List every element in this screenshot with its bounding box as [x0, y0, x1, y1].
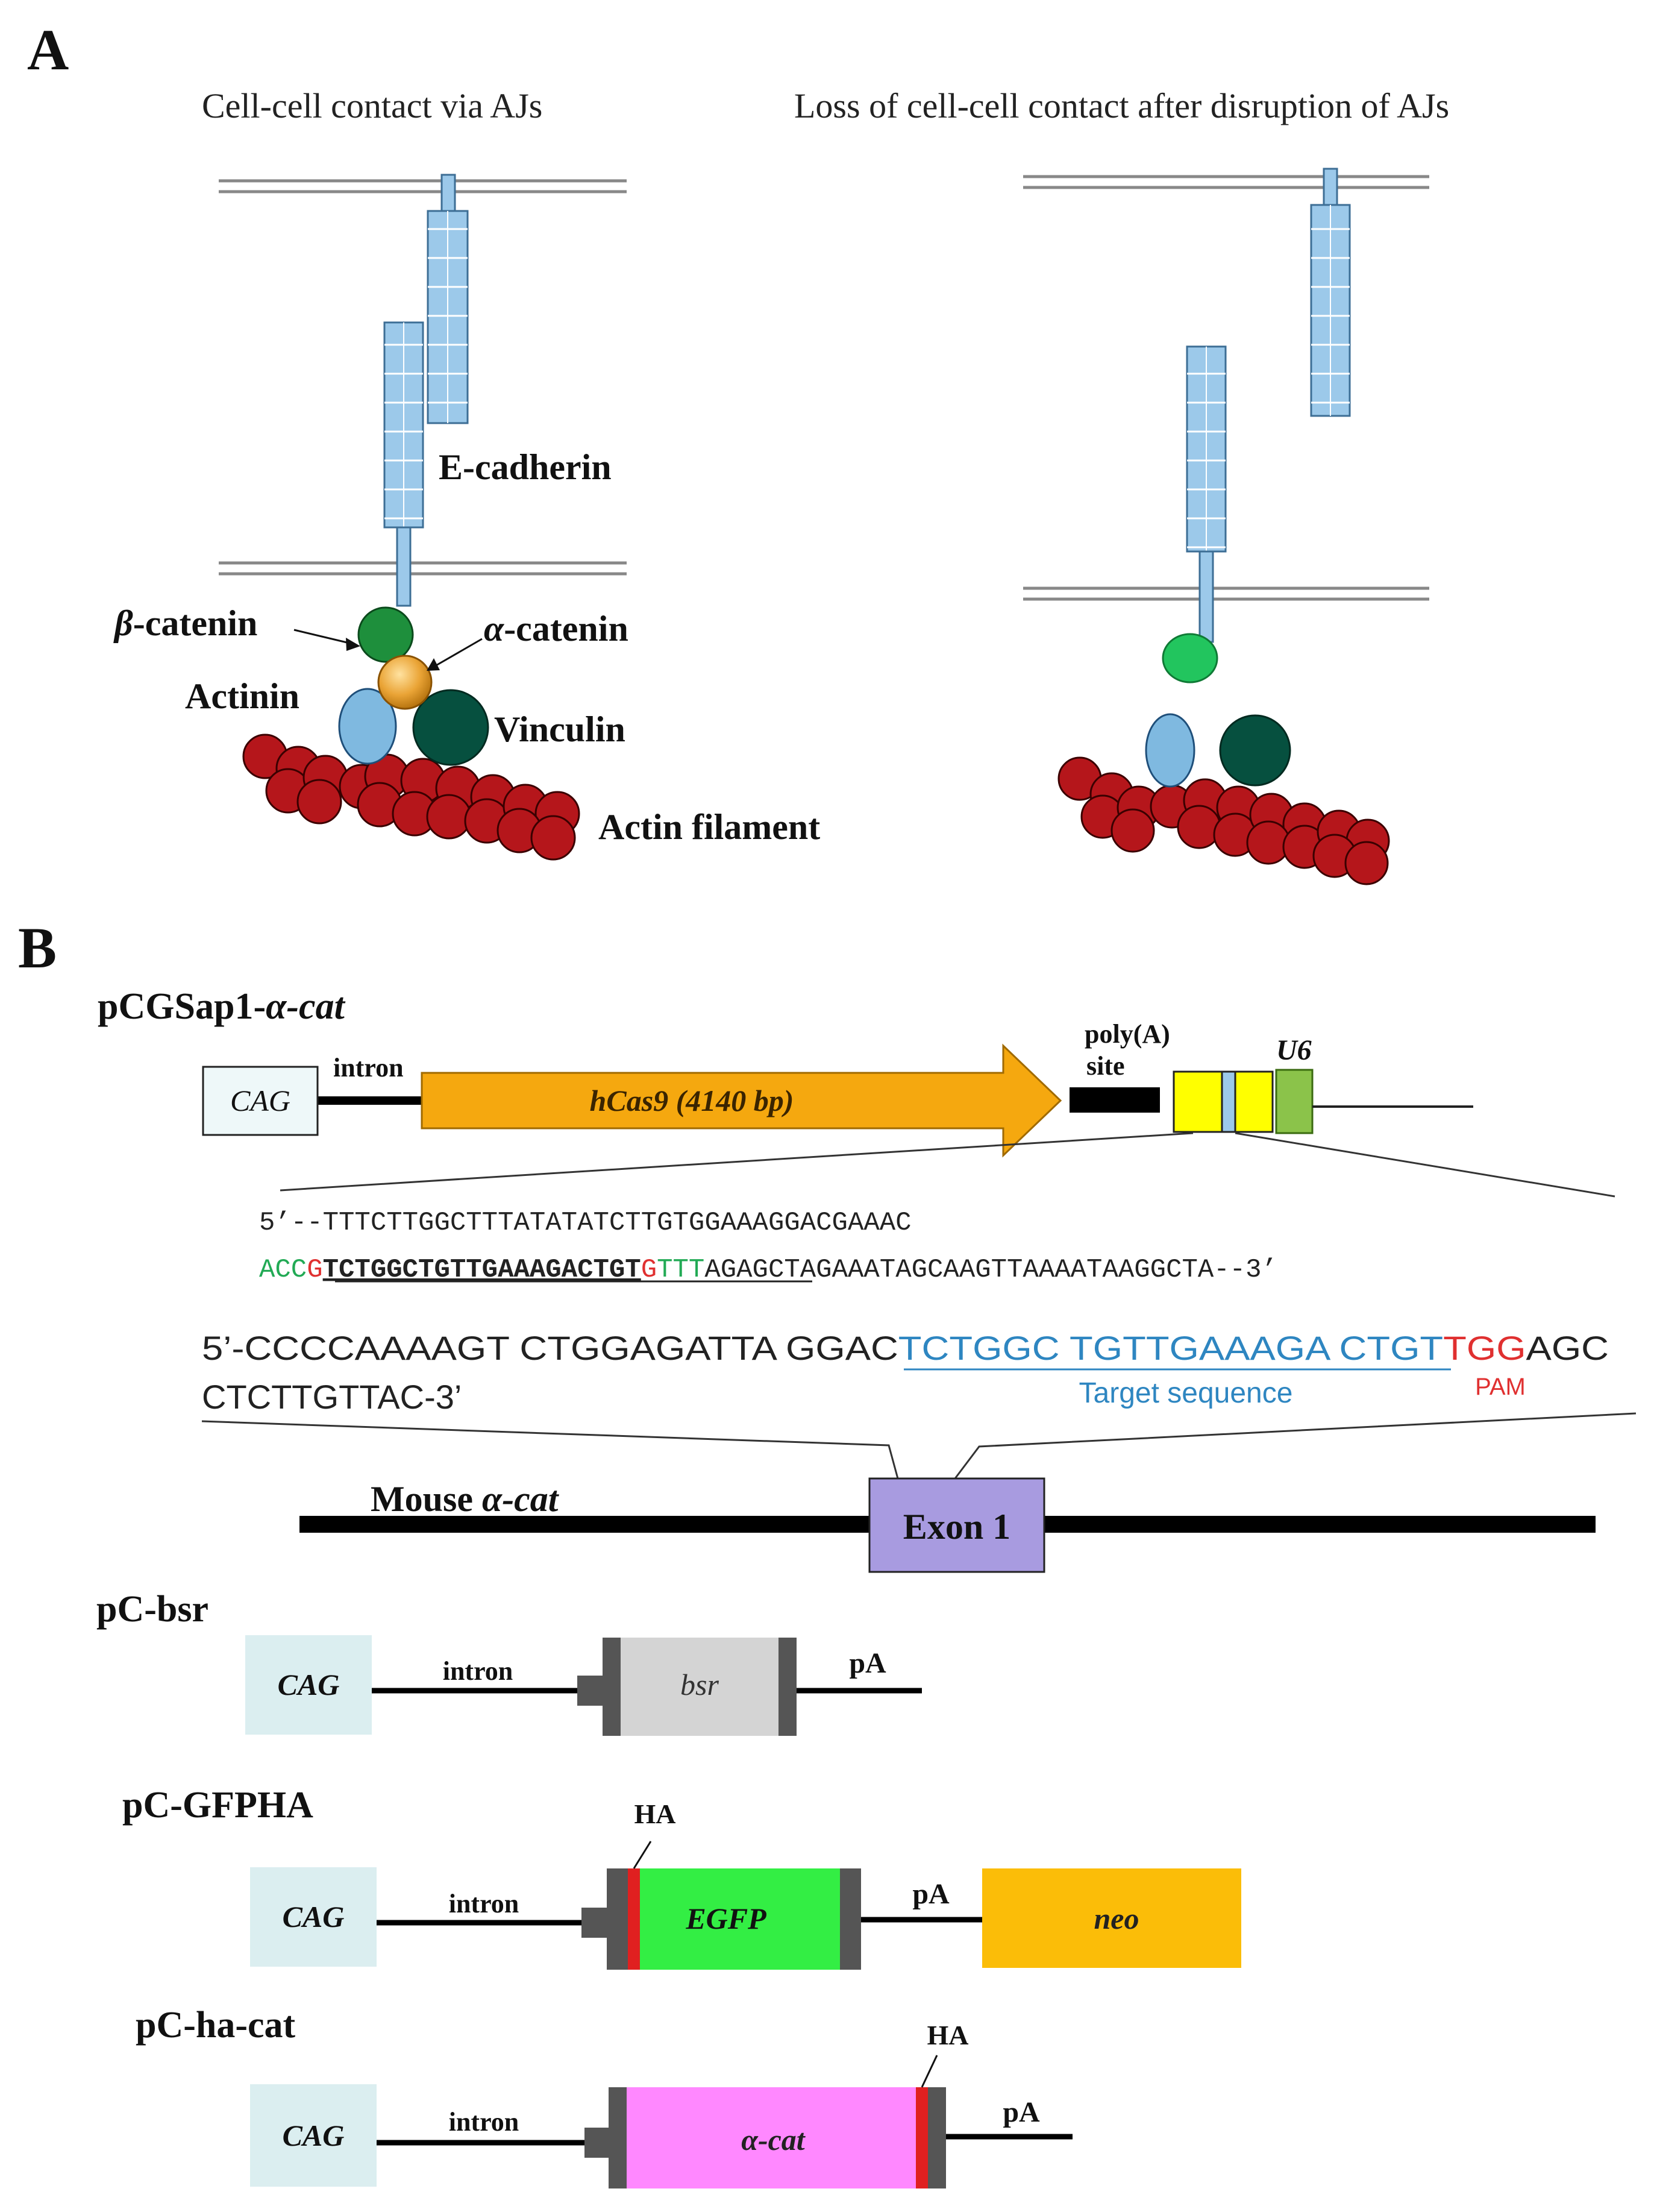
egfp-box [640, 1868, 840, 1970]
polya-site-line1: poly(A) [1085, 1019, 1170, 1049]
right-membrane-bottom [1023, 586, 1429, 601]
exon1-box [868, 1477, 1045, 1573]
left-vinculin [412, 689, 489, 766]
zoom-line-exon-right [954, 1412, 1637, 1479]
plasmid4-intron-label: intron [449, 2107, 519, 2137]
actinin-label: Actinin [185, 676, 299, 716]
pam-label: PAM [1475, 1374, 1526, 1400]
egfp-label: EGFP [685, 1902, 766, 1935]
actin-bead [1110, 808, 1155, 853]
beta-catenin-label: β-catenin [113, 603, 257, 643]
right-actinin [1145, 713, 1195, 788]
left-alpha-catenin [377, 655, 433, 710]
u6-promoter-box [1275, 1069, 1314, 1134]
plasmid1-cag-box [202, 1066, 319, 1136]
plasmid2-pa-label: pA [849, 1647, 886, 1679]
acat-box [627, 2087, 916, 2188]
sgrna-yellow-box-right [1234, 1070, 1274, 1133]
zoom-line-left [280, 1132, 1194, 1192]
plasmid2-cag-box [245, 1635, 372, 1735]
right-beta-catenin [1162, 633, 1218, 683]
plasmid4-pa-label: pA [1003, 2096, 1040, 2128]
plasmid4-ha-tag [916, 2087, 928, 2188]
mouse-acat-label: Mouse α-cat [371, 1479, 560, 1519]
neo-label: neo [1094, 1902, 1139, 1935]
plasmid2-cag-label: CAG [278, 1668, 340, 1701]
guide-seq-line1: 5’--TTTCTTGGCTTTATATATCTTGTGGAAAGGACGAAA… [259, 1208, 912, 1238]
sgrna-yellow-box-left [1173, 1070, 1223, 1133]
panel-a-right-title: Loss of cell-cell contact after disrupti… [794, 86, 1449, 125]
zoom-line-exon-left [201, 1420, 899, 1479]
left-actinin [338, 688, 397, 765]
left-lower-ecadherin [383, 321, 424, 607]
plasmid3-pa-label: pA [912, 1878, 950, 1910]
left-upper-ecadherin [427, 174, 469, 424]
right-vinculin [1219, 714, 1291, 787]
right-lower-ecadherin [1186, 345, 1227, 643]
plasmid3-name: pC-GFPHA [122, 1785, 313, 1826]
hcas9-arrow [421, 1043, 1062, 1158]
alpha-catenin-label: α-catenin [484, 609, 628, 649]
panel-a-left-title: Cell-cell contact via AJs [202, 86, 542, 125]
hcas9-label: hCas9 (4140 bp) [590, 1084, 794, 1117]
plasmid1-name: pCGSap1-α-cat [98, 986, 346, 1027]
u6-label: U6 [1276, 1034, 1312, 1066]
polya-site-line2: site [1086, 1051, 1125, 1081]
actin-bead [426, 794, 472, 840]
plasmid3-ha-tag [628, 1868, 640, 1970]
right-membrane-top [1023, 175, 1429, 189]
bsr-box [621, 1638, 778, 1736]
neo-box [982, 1868, 1241, 1968]
panel-a-letter: A [27, 17, 69, 82]
right-actin-filament [1057, 756, 1390, 885]
target-sequence-label: Target sequence [1079, 1377, 1293, 1409]
actin-bead [1344, 841, 1389, 885]
plasmid1-intron-label: intron [333, 1053, 404, 1082]
plasmid4-ha-label: HA [927, 2020, 969, 2050]
sgrna-blue-insert [1221, 1070, 1236, 1133]
left-beta-catenin [357, 606, 414, 663]
plasmid3-cag-label: CAG [283, 1900, 345, 1934]
plasmid1-cag-label: CAG [230, 1084, 290, 1117]
left-membrane-top [219, 179, 627, 193]
acat-label: α-cat [741, 2123, 806, 2157]
guide-seq-line2: ACCGTCTGGCTGTTGAAAGACTGTGTTTAGAGCTAGAAAT… [259, 1255, 1277, 1285]
actin-filament-label: Actin filament [598, 807, 820, 847]
plasmid3-cag-box [250, 1867, 377, 1967]
panel-b-letter: B [18, 916, 57, 980]
polya-site-block [1070, 1087, 1160, 1113]
left-membrane-bottom [219, 561, 627, 576]
actin-bead [530, 815, 576, 861]
exon1-label: Exon 1 [903, 1507, 1010, 1547]
plasmid2-intron-label: intron [443, 1656, 513, 1686]
vinculin-label: Vinculin [494, 709, 625, 749]
bsr-label: bsr [680, 1668, 719, 1701]
plasmid4-cag-label: CAG [283, 2119, 345, 2152]
zoom-line-right [1235, 1132, 1615, 1198]
actin-bead [1177, 805, 1221, 849]
left-actin-filament [242, 734, 580, 861]
ecadherin-label: E-cadherin [439, 447, 612, 487]
plasmid2-name: pC-bsr [96, 1589, 208, 1630]
right-upper-ecadherin [1310, 168, 1351, 417]
plasmid3-ha-label: HA [634, 1799, 676, 1829]
plasmid4-cag-box [250, 2084, 377, 2187]
actin-bead [296, 779, 342, 825]
plasmid3-intron-label: intron [449, 1889, 519, 1918]
plasmid4-name: pC-ha-cat [136, 2005, 296, 2046]
genomic-seq-line2: CTCTTGTTAC-3’ [202, 1378, 462, 1416]
